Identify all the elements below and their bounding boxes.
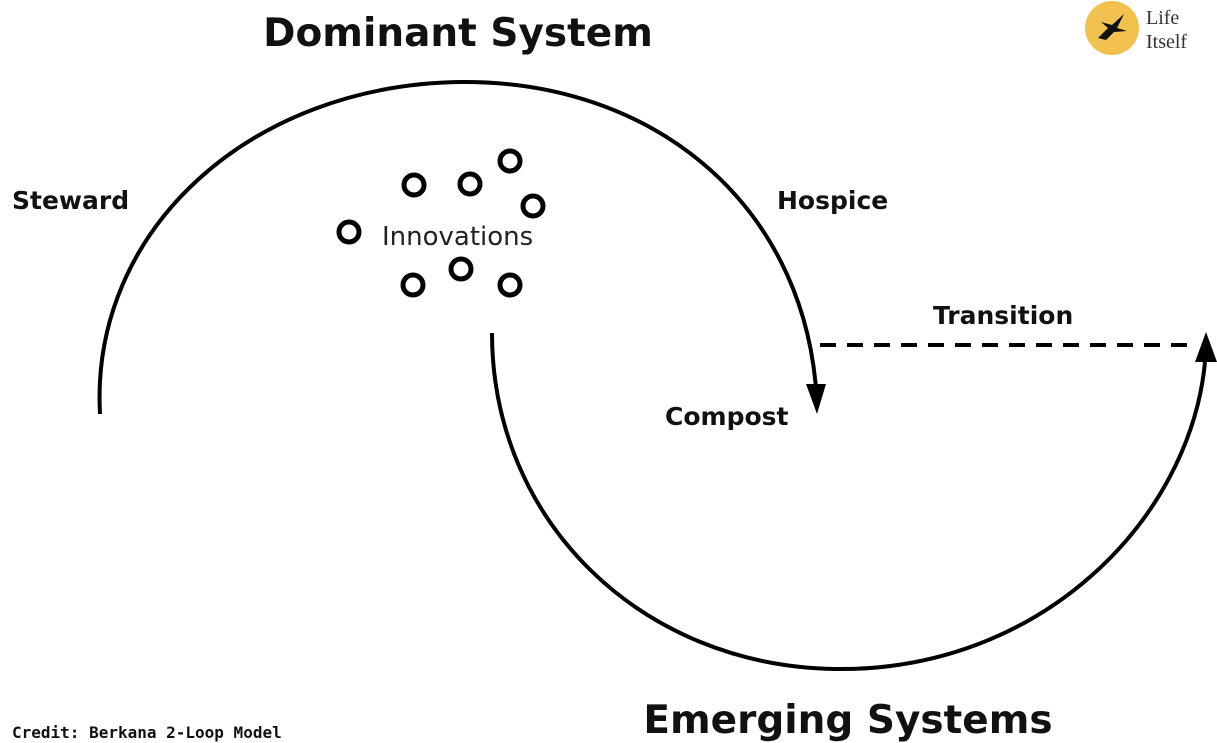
credit-text: Credit: Berkana 2-Loop Model [12,723,282,742]
life-itself-logo: Life Itself [1085,1,1187,55]
innovation-ring [497,148,523,174]
hospice-label: Hospice [777,186,888,215]
compost-arrowhead [806,384,826,414]
innovations-label: Innovations [382,222,533,252]
innovation-ring [400,272,426,298]
innovation-ring [497,272,523,298]
innovation-ring [401,172,427,198]
innovation-ring [457,171,483,197]
transition-arrowhead [1195,332,1217,362]
innovation-ring [336,219,362,245]
innovation-ring [448,256,474,282]
emerging-systems-title: Emerging Systems [643,698,1052,743]
innovation-rings [336,148,546,298]
dominant-system-title: Dominant System [263,11,653,56]
swallow-bird-icon [1098,14,1127,40]
emerging-systems-loop [490,332,1207,672]
dominant-system-loop [97,79,818,415]
transition-label: Transition [933,301,1073,330]
compost-label: Compost [665,402,789,431]
innovation-ring [520,193,546,219]
logo-text-line2: Itself [1146,31,1187,53]
steward-label: Steward [12,186,129,215]
logo-text-line1: Life [1146,7,1179,29]
